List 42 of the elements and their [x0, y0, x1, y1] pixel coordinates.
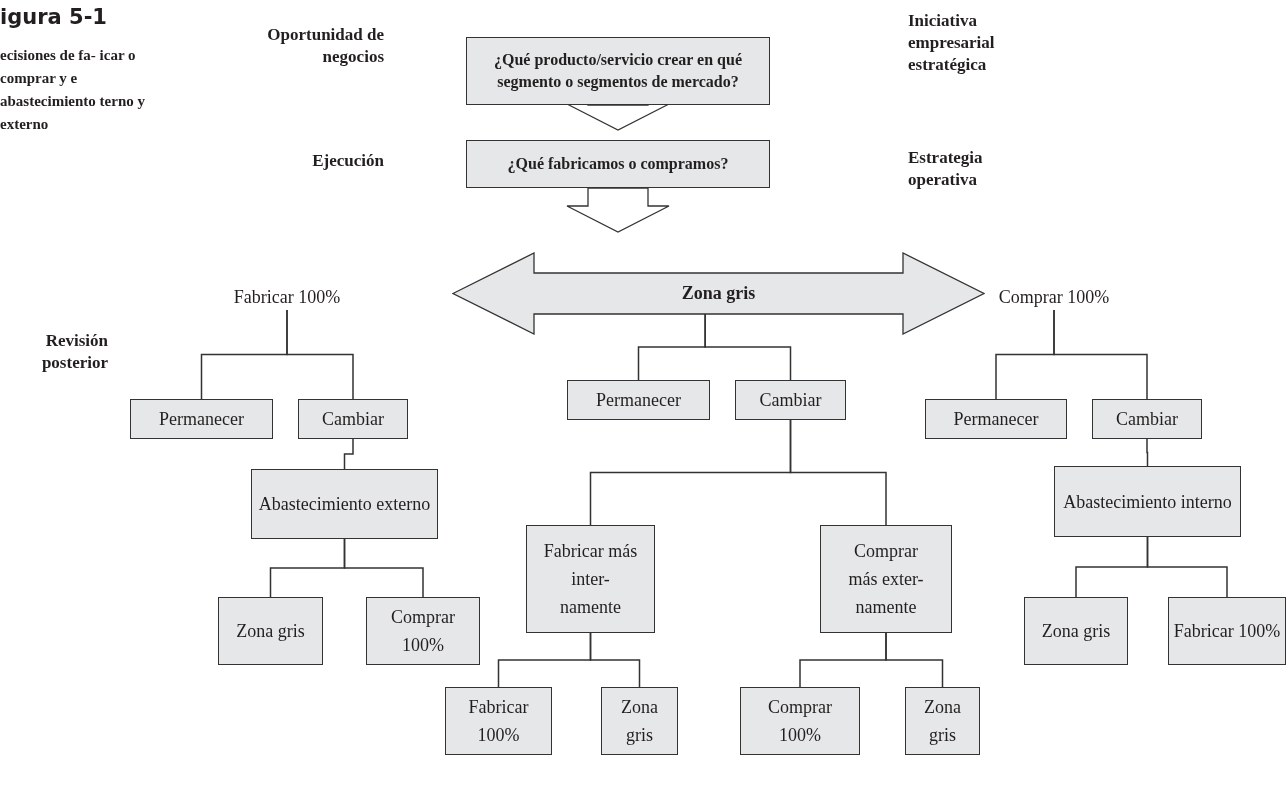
figure-caption: ecisiones de fa- icar o comprar y e abastecimiento terno y externo: [0, 46, 146, 134]
figure-title: igura 5-1: [0, 4, 107, 31]
connector-line: [1053, 309, 1148, 400]
connector-line: [343, 438, 354, 470]
connector-line: [789, 419, 887, 526]
stage-label: Iniciativa empresarial estratégica: [908, 10, 996, 76]
decision-box: Cambiar: [1092, 399, 1202, 439]
connector-line: [343, 538, 424, 598]
stage-label: Oportunidad de negocios: [266, 24, 384, 68]
question-box: ¿Qué producto/servicio crear en qué segmento o segmentos de mercado?: [466, 37, 770, 105]
stage-label: Revisión posterior: [40, 330, 108, 374]
connector-line: [286, 309, 354, 400]
connector-line: [885, 632, 944, 688]
double-arrow: Zona gris: [452, 252, 985, 335]
option-label: Fabricar 100%: [222, 284, 352, 310]
decision-box: Permanecer: [130, 399, 273, 439]
connector-line: [1146, 438, 1149, 467]
decision-box: Comprar 100%: [366, 597, 480, 665]
stage-label: Ejecución: [311, 150, 384, 172]
block-arrow: [566, 187, 670, 233]
decision-box: Cambiar: [735, 380, 846, 420]
decision-box: Zona gris: [1024, 597, 1128, 665]
decision-box: Zona gris: [601, 687, 678, 755]
decision-box: Fabricar más inter- namente: [526, 525, 655, 633]
decision-box: Abastecimiento interno: [1054, 466, 1241, 537]
decision-box: Zona gris: [218, 597, 323, 665]
connector-line: [704, 313, 792, 381]
decision-box: Comprar 100%: [740, 687, 860, 755]
decision-box: Fabricar 100%: [1168, 597, 1286, 665]
option-label: Comprar 100%: [986, 284, 1122, 310]
stage-label: Estrategia operativa: [908, 147, 984, 191]
decision-box: Permanecer: [567, 380, 710, 420]
connector-line: [1146, 536, 1228, 598]
question-box: ¿Qué fabricamos o compramos?: [466, 140, 770, 188]
block-arrow: [566, 103, 670, 131]
decision-box: Fabricar 100%: [445, 687, 552, 755]
decision-box: Comprar más exter- namente: [820, 525, 952, 633]
decision-box: Abastecimiento externo: [251, 469, 438, 539]
decision-box: Zona gris: [905, 687, 980, 755]
decision-box: Cambiar: [298, 399, 408, 439]
decision-box: Permanecer: [925, 399, 1067, 439]
connector-line: [589, 632, 641, 688]
